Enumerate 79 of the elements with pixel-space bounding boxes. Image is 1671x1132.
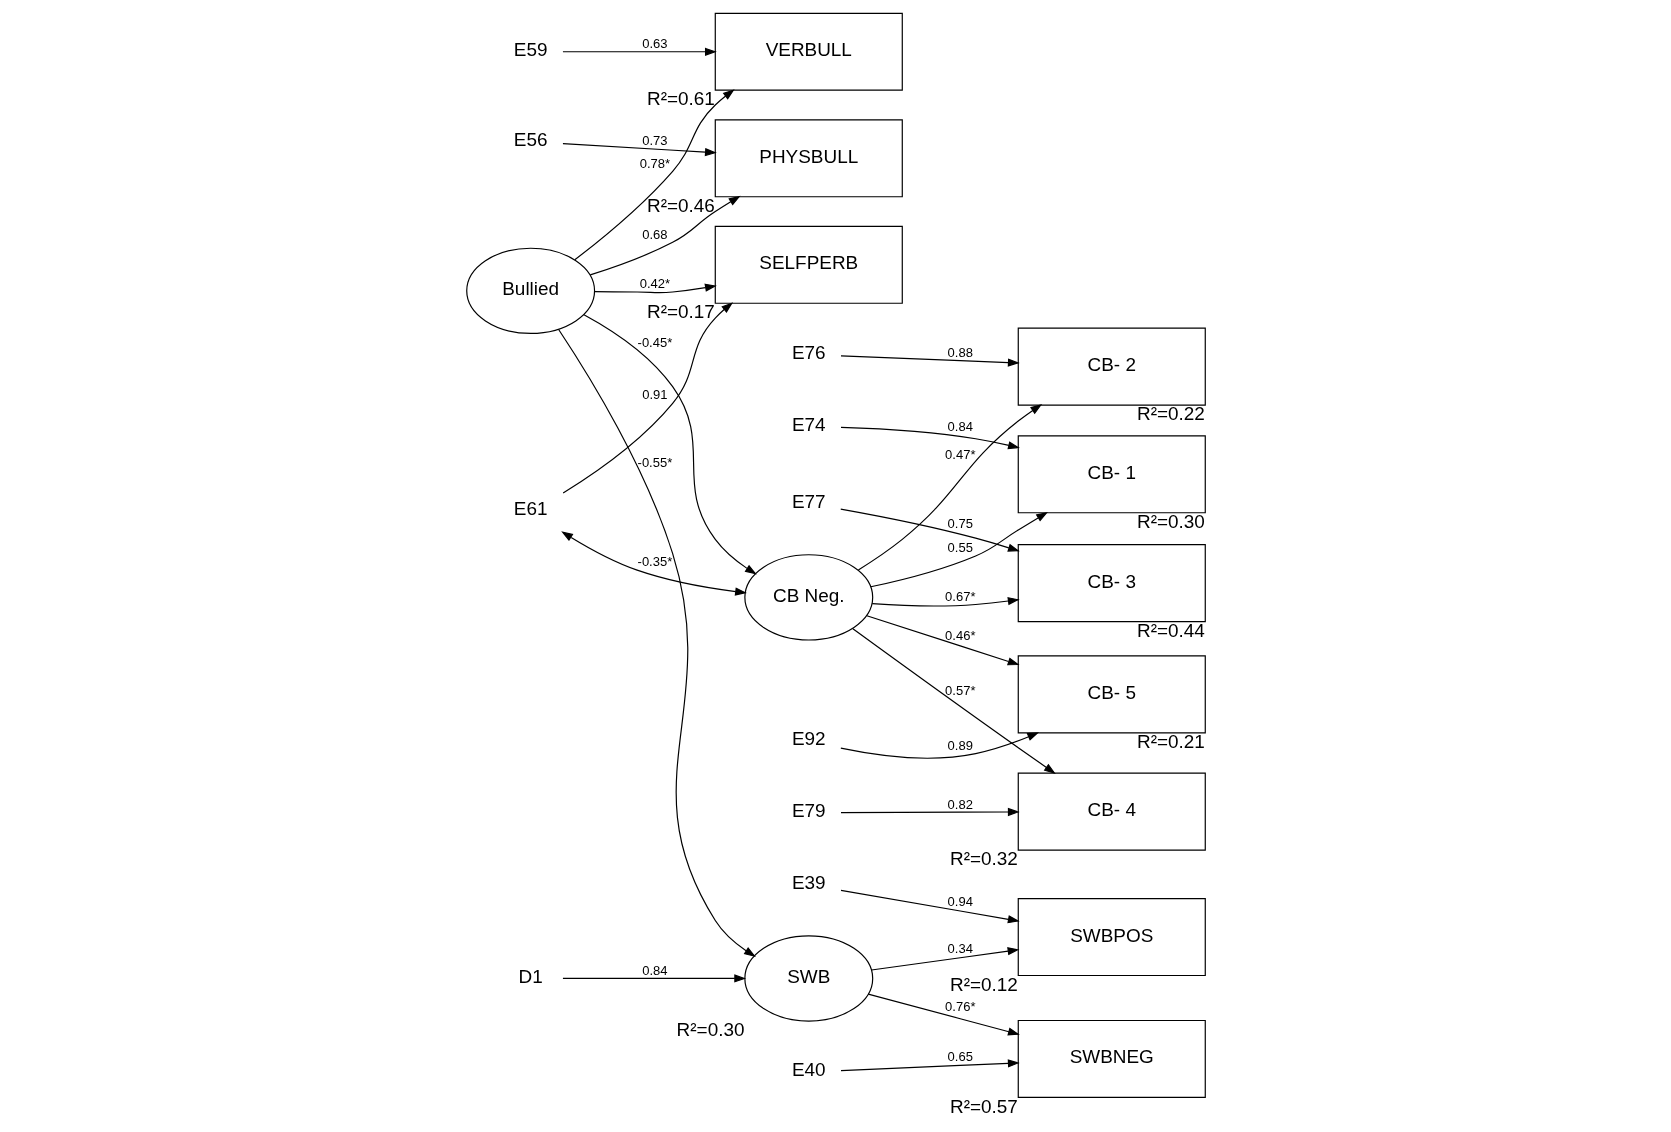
arrow	[562, 302, 733, 494]
arrow	[839, 732, 1039, 759]
edge-label: 0.57*	[944, 683, 975, 699]
edge-label: 0.34	[947, 941, 973, 957]
node-box: CB- 3	[1017, 544, 1206, 623]
arrow	[560, 531, 747, 596]
node-box: SELFPERB	[714, 225, 903, 304]
node-box: CB- 2	[1017, 327, 1206, 406]
edge-label: 0.46*	[944, 627, 975, 643]
node-label: R²=0.32	[949, 848, 1018, 870]
node-box: SWBNEG	[1017, 1019, 1206, 1098]
arrow	[593, 283, 717, 294]
edge-label: 0.63	[641, 35, 668, 51]
edge-label: 0.73	[641, 133, 668, 149]
node-box: CB- 1	[1017, 435, 1206, 514]
edge-label: -0.45*	[637, 335, 672, 351]
node-text: E40	[791, 1059, 826, 1081]
arrow	[839, 426, 1020, 450]
edge-label: 0.65	[947, 1049, 973, 1065]
node-label: R²=0.21	[1136, 731, 1205, 753]
node-ellipse: Bullied	[465, 247, 595, 334]
arrow	[851, 628, 1056, 774]
node-text: E59	[513, 39, 547, 61]
edge-label: -0.35*	[637, 554, 672, 570]
arrow	[839, 1059, 1020, 1072]
arrow	[839, 807, 1020, 817]
node-text: E39	[791, 872, 826, 894]
node-box: VERBULL	[714, 12, 903, 91]
arrow	[582, 314, 757, 575]
edge-label: 0.76*	[944, 999, 975, 1015]
node-text: D1	[518, 965, 543, 987]
arrow	[869, 511, 1048, 588]
edge-label: 0.67*	[944, 588, 975, 604]
node-text: E74	[791, 414, 826, 436]
node-text: E56	[513, 129, 547, 151]
arrow	[865, 615, 1020, 666]
arrow	[589, 195, 741, 276]
node-text: E79	[791, 800, 826, 822]
edge-label: 0.88	[947, 344, 973, 360]
edge-label: 0.94	[947, 894, 973, 910]
arrow	[557, 328, 756, 957]
node-text: E76	[791, 342, 826, 364]
arrow	[573, 89, 735, 261]
arrow	[857, 404, 1042, 571]
arrow	[839, 889, 1020, 924]
arrow	[839, 355, 1020, 367]
node-label: R²=0.46	[646, 194, 715, 216]
node-box: CB- 4	[1017, 772, 1206, 851]
node-box: SWBPOS	[1017, 898, 1206, 977]
arrow	[870, 947, 1019, 971]
arrow	[839, 508, 1020, 552]
arrow	[867, 993, 1020, 1036]
edge-label: 0.91	[641, 387, 668, 403]
node-label: R²=0.17	[646, 301, 715, 323]
node-text: E92	[791, 728, 826, 750]
node-label: R²=0.22	[1136, 403, 1205, 425]
node-label: R²=0.12	[949, 973, 1018, 995]
edge-label: 0.89	[947, 737, 973, 753]
node-text: E61	[513, 498, 547, 520]
arrow	[561, 974, 746, 983]
edge-label: 0.68	[641, 226, 668, 242]
arrow	[871, 596, 1020, 607]
edge-label: 0.84	[947, 419, 973, 435]
node-label: R²=0.57	[949, 1095, 1018, 1117]
edge-label: 0.55	[947, 540, 973, 556]
node-label: R²=0.61	[646, 88, 715, 110]
edge-label: 0.75	[947, 516, 973, 532]
edge-label: 0.84	[641, 962, 668, 978]
arrow	[561, 143, 717, 157]
edge-label: -0.55*	[637, 454, 672, 470]
edge-label: 0.42*	[639, 276, 670, 292]
node-text: E77	[791, 491, 826, 513]
node-box: PHYSBULL	[714, 119, 903, 198]
node-box: CB- 5	[1017, 655, 1206, 734]
arrow	[561, 47, 717, 56]
edge-label: 0.78*	[639, 155, 670, 171]
node-label: R²=0.30	[676, 1019, 744, 1041]
edge-label: 0.82	[947, 796, 973, 812]
edge-label: 0.47*	[944, 446, 975, 462]
